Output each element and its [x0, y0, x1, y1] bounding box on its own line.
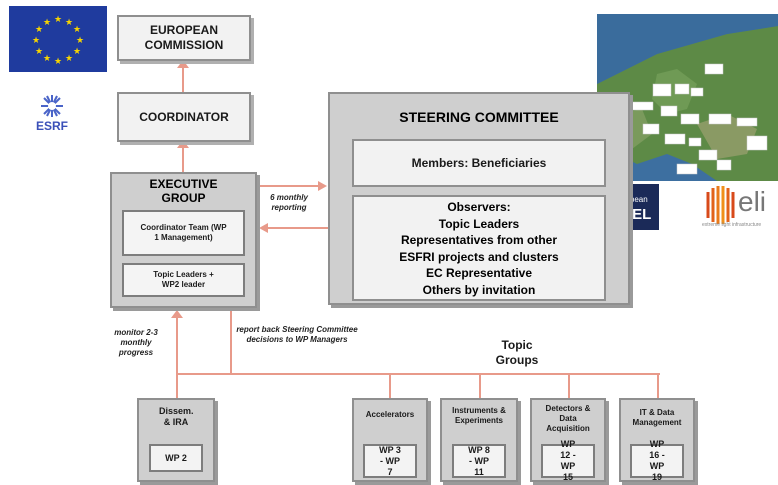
observer-ec: EC Representative: [425, 266, 533, 280]
connector-drop-detectors: [568, 373, 570, 400]
topic-group-title: Accelerators: [365, 410, 415, 419]
connector-exec-steering: [257, 185, 319, 187]
members-box: Members: Beneficiaries: [352, 139, 606, 187]
arrow-right-steering: [318, 181, 327, 191]
connector-monitor-vertical: [176, 316, 178, 400]
reporting-note: 6 monthly reporting: [270, 193, 308, 212]
coordinator-team-box: Coordinator Team (WP 1 Management): [122, 210, 245, 256]
eli-logo: eli extreme light infrastructure: [702, 184, 776, 230]
connector-steering-exec: [268, 227, 328, 229]
observer-topic-leaders: Topic Leaders: [438, 216, 520, 231]
svg-text:★: ★: [32, 36, 40, 46]
wp-box: WP 3 - WP 7: [363, 444, 417, 478]
xfel-line1: European: [613, 195, 648, 204]
report-back-note: report back Steering Committee decisions…: [236, 325, 358, 344]
connector-exec-coordinator: [182, 142, 184, 172]
topic-group-it-data: IT & Data Management WP 16 - WP 19: [619, 398, 695, 482]
arrow-up-coordinator: [177, 140, 189, 148]
wp-box: WP 16 - WP 19: [630, 439, 684, 482]
topic-group-detectors: Detectors & Data Acquisition WP 12 - WP …: [530, 398, 606, 482]
observers-heading: Observers:: [447, 200, 511, 214]
esrf-label: ESRF: [35, 119, 68, 133]
observer-others: Others by invitation: [422, 282, 536, 297]
arrow-up-ec: [177, 60, 189, 68]
topic-group-title: Dissem. & IRA: [159, 406, 194, 427]
monitor-note: monitor 2-3 monthly progress: [114, 328, 158, 357]
eu-flag-logo: ★★★ ★★★ ★★★ ★★★: [9, 6, 107, 72]
steering-committee-box: STEERING COMMITTEE Members: Beneficiarie…: [328, 92, 630, 305]
topic-group-dissemination: Dissem. & IRA WP 2: [137, 398, 215, 482]
svg-text:★: ★: [35, 47, 43, 57]
svg-text:★: ★: [76, 36, 84, 46]
arrow-up-exec: [171, 310, 183, 318]
svg-text:★: ★: [54, 15, 62, 25]
svg-text:★: ★: [65, 18, 73, 28]
arrow-left-exec: [259, 223, 268, 233]
connector-topic-bus: [176, 373, 660, 375]
topic-leaders-wp2-box: Topic Leaders + WP2 leader: [122, 263, 245, 297]
members-label: Members: Beneficiaries: [411, 156, 547, 170]
svg-text:★: ★: [65, 54, 73, 64]
topic-group-title: Detectors & Data Acquisition: [545, 404, 591, 433]
esrf-starburst-icon: [41, 95, 63, 117]
eu-stars-icon: ★★★ ★★★ ★★★ ★★★: [32, 15, 84, 67]
svg-text:★: ★: [73, 47, 81, 57]
wp-box: WP 2: [149, 444, 203, 472]
european-commission-label: EUROPEAN COMMISSION: [144, 23, 224, 52]
svg-text:★: ★: [73, 25, 81, 35]
svg-text:★: ★: [35, 25, 43, 35]
connector-report-vertical: [230, 308, 232, 373]
europe-map: [597, 14, 778, 181]
steering-committee-title: STEERING COMMITTEE: [399, 109, 559, 125]
svg-text:★: ★: [43, 54, 51, 64]
coordinator-box: COORDINATOR: [117, 92, 251, 142]
topic-group-title: IT & Data Management: [632, 408, 682, 427]
connector-drop-it: [657, 373, 659, 400]
observer-esfri: ESFRI projects and clusters: [399, 249, 559, 264]
eli-text: eli: [738, 186, 767, 217]
european-commission-box: EUROPEAN COMMISSION: [117, 15, 251, 61]
wp-box: WP 12 - WP 15: [541, 439, 595, 482]
observer-representatives: Representatives from other: [400, 233, 558, 247]
esrf-logo: ESRF: [30, 93, 74, 135]
topic-group-title: Instruments & Experiments: [452, 406, 506, 425]
eli-subtitle: extreme light infrastructure: [702, 222, 762, 228]
eli-stripes-icon: [706, 186, 735, 224]
topic-group-accelerators: Accelerators WP 3 - WP 7: [352, 398, 428, 482]
wp-box: WP 8 - WP 11: [452, 444, 506, 478]
connector-coordinator-ec: [182, 66, 184, 92]
topic-groups-label: Topic Groups: [495, 338, 539, 367]
svg-text:★: ★: [54, 57, 62, 67]
coordinator-label: COORDINATOR: [139, 110, 229, 124]
observers-box: Observers: Topic Leaders Representatives…: [352, 195, 606, 301]
executive-group-title: EXECUTIVE GROUP: [149, 177, 218, 205]
connector-drop-instruments: [479, 373, 481, 400]
topic-group-instruments: Instruments & Experiments WP 8 - WP 11: [440, 398, 518, 482]
executive-group-box: EXECUTIVE GROUP Coordinator Team (WP 1 M…: [110, 172, 257, 308]
svg-text:★: ★: [43, 18, 51, 28]
topic-leaders-wp2-label: Topic Leaders + WP2 leader: [153, 270, 214, 289]
connector-drop-accelerators: [389, 373, 391, 400]
coordinator-team-label: Coordinator Team (WP 1 Management): [140, 223, 227, 242]
